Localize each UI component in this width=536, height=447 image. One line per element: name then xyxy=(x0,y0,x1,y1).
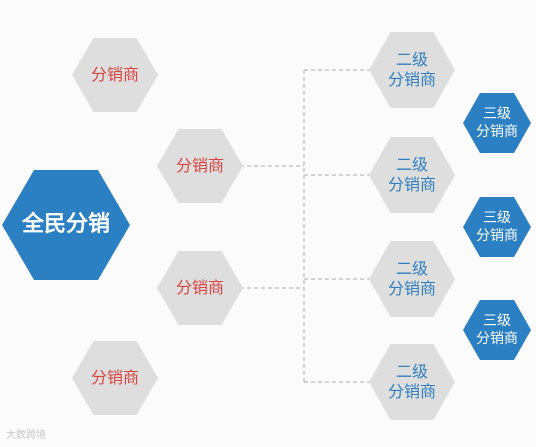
level1-label: 分销商 xyxy=(175,156,224,175)
watermark-text: 大数跨境 xyxy=(6,430,46,441)
level3-line1: 三级 xyxy=(483,209,511,226)
level2-node-3: 二级 分销商 xyxy=(369,241,455,317)
level1-label: 分销商 xyxy=(175,278,224,297)
level2-line1: 二级 xyxy=(395,50,428,69)
level3-line1: 三级 xyxy=(483,105,511,122)
level1-label: 分销商 xyxy=(90,368,139,387)
level3-line2: 分销商 xyxy=(476,124,518,140)
level2-node-2: 二级 分销商 xyxy=(369,137,455,213)
level2-line2: 分销商 xyxy=(387,175,436,194)
level2-line2: 分销商 xyxy=(387,279,436,298)
watermark: 大数跨境 xyxy=(6,426,46,441)
level3-line1: 三级 xyxy=(483,312,511,329)
level3-line2: 分销商 xyxy=(476,331,518,347)
root-label: 全民分销 xyxy=(21,212,110,238)
level1-node-4: 分销商 xyxy=(72,341,158,415)
level2-line1: 二级 xyxy=(395,155,428,174)
level2-line1: 二级 xyxy=(395,362,428,381)
level1-label: 分销商 xyxy=(90,65,139,84)
level2-node-1: 二级 分销商 xyxy=(369,32,455,108)
level2-line2: 分销商 xyxy=(387,70,436,89)
level2-line1: 二级 xyxy=(395,259,428,278)
level1-node-3: 分销商 xyxy=(157,251,243,325)
level2-node-4: 二级 分销商 xyxy=(369,344,455,420)
level3-line2: 分销商 xyxy=(476,228,518,244)
level2-line2: 分销商 xyxy=(387,382,436,401)
level3-node-2: 三级 分销商 xyxy=(463,197,531,257)
